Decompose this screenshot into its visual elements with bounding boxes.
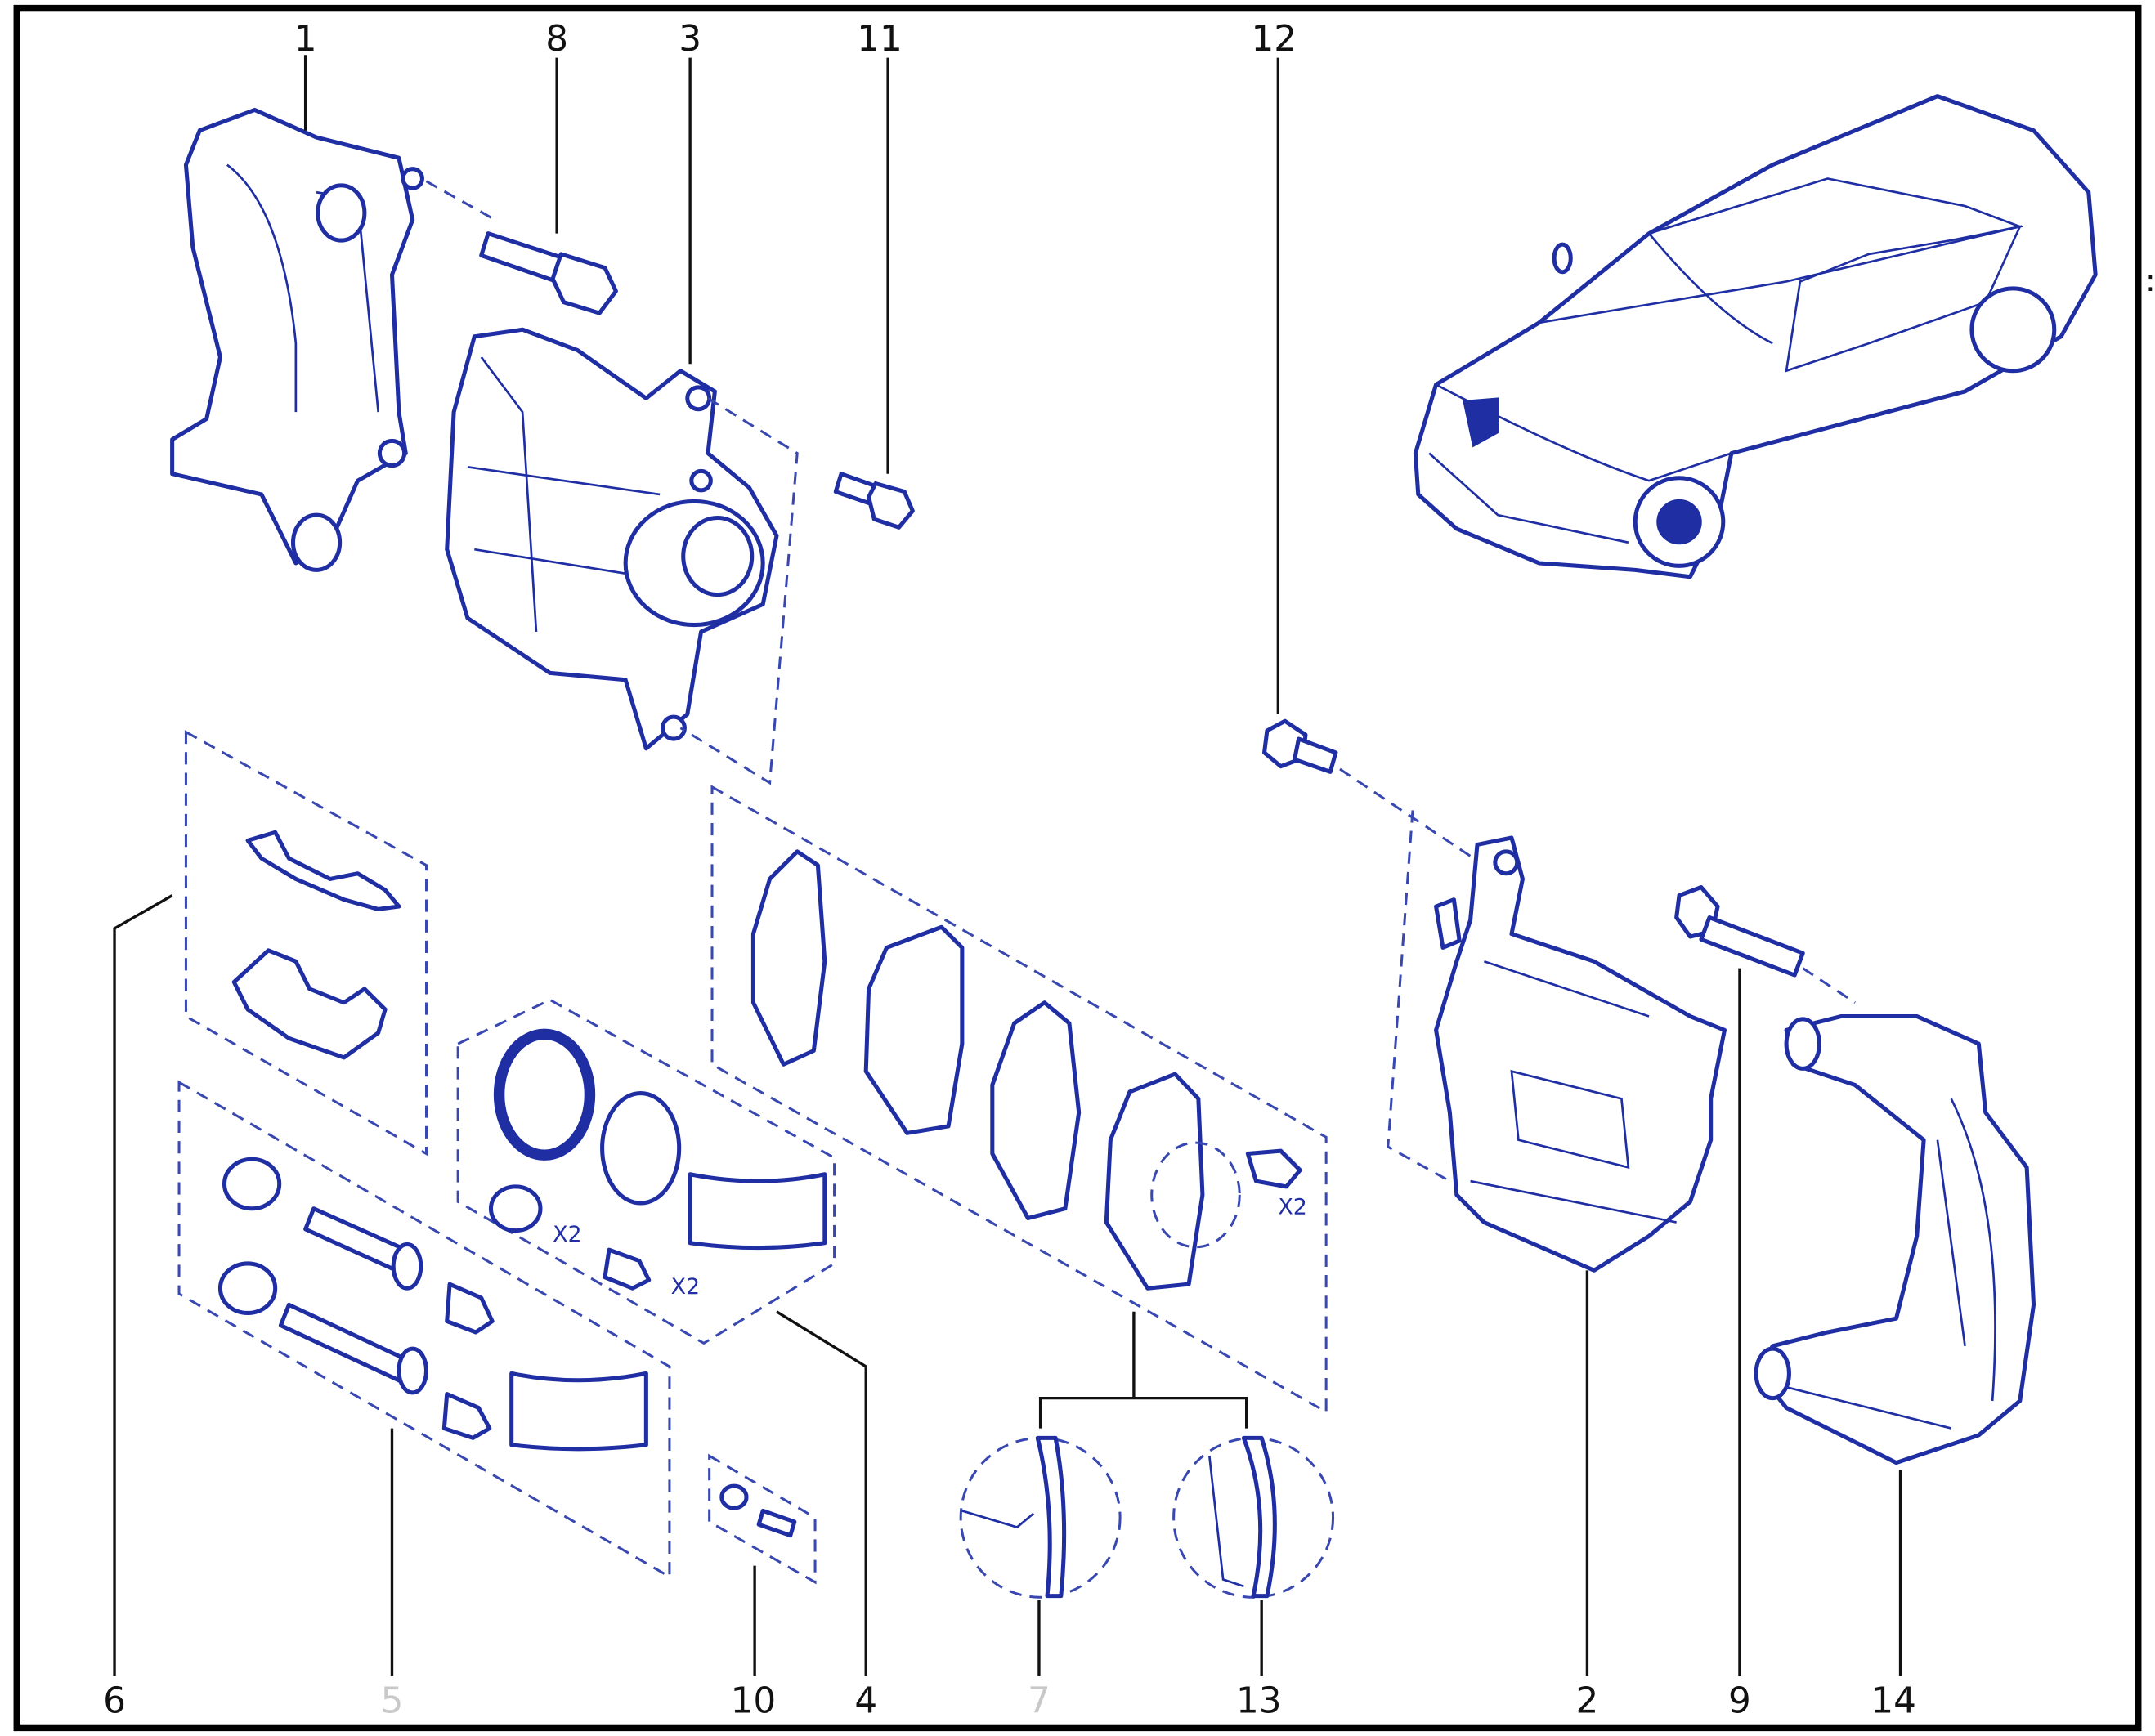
caliper-body-right — [1434, 835, 1727, 1273]
guide-pin-bolt-right — [1674, 885, 1856, 1004]
diagram-frame — [13, 4, 2142, 1732]
qty-mark: X2 — [671, 1274, 701, 1300]
callout-14: 14 — [1871, 1680, 1916, 1721]
qty-mark: X2 — [1278, 1194, 1307, 1219]
wear-indicator-detail-13 — [1172, 1435, 1335, 1599]
callout-9: 9 — [1728, 1680, 1751, 1721]
callout-1: 1 — [294, 18, 317, 60]
pad-clips — [231, 830, 401, 1060]
callout-10: 10 — [731, 1680, 777, 1721]
brake-pads: X2 — [750, 849, 1307, 1291]
caliper-bolt-small — [833, 472, 915, 530]
callout-8: 8 — [545, 18, 568, 60]
guide-pin-bolt-top — [425, 180, 618, 315]
leader-lines — [113, 55, 1902, 1676]
caliper-bracket-right — [1754, 1013, 2036, 1465]
callout-2: 2 — [1576, 1680, 1599, 1721]
qty-mark: X2 — [553, 1222, 582, 1247]
bleed-screw-kit — [719, 1483, 797, 1538]
car-illustration — [1413, 94, 2098, 579]
callout-7: 7 — [1028, 1680, 1051, 1721]
caliper-bracket-left — [170, 107, 424, 572]
wear-indicator-detail-7 — [959, 1435, 1122, 1599]
callout-6: 6 — [103, 1680, 126, 1721]
callout-13: 13 — [1236, 1680, 1282, 1721]
guide-pin-kit — [217, 1157, 648, 1452]
callout-4: 4 — [854, 1680, 877, 1721]
callout-12: 12 — [1252, 18, 1297, 60]
side-mark: : — [2145, 263, 2155, 298]
callout-3: 3 — [679, 18, 701, 60]
callout-5: 5 — [381, 1680, 404, 1721]
caliper-body-left — [445, 327, 779, 751]
caliper-bolt-right — [1262, 718, 1338, 774]
callout-11: 11 — [857, 18, 903, 60]
piston-seal-kit: X2 X2 — [488, 1028, 827, 1300]
